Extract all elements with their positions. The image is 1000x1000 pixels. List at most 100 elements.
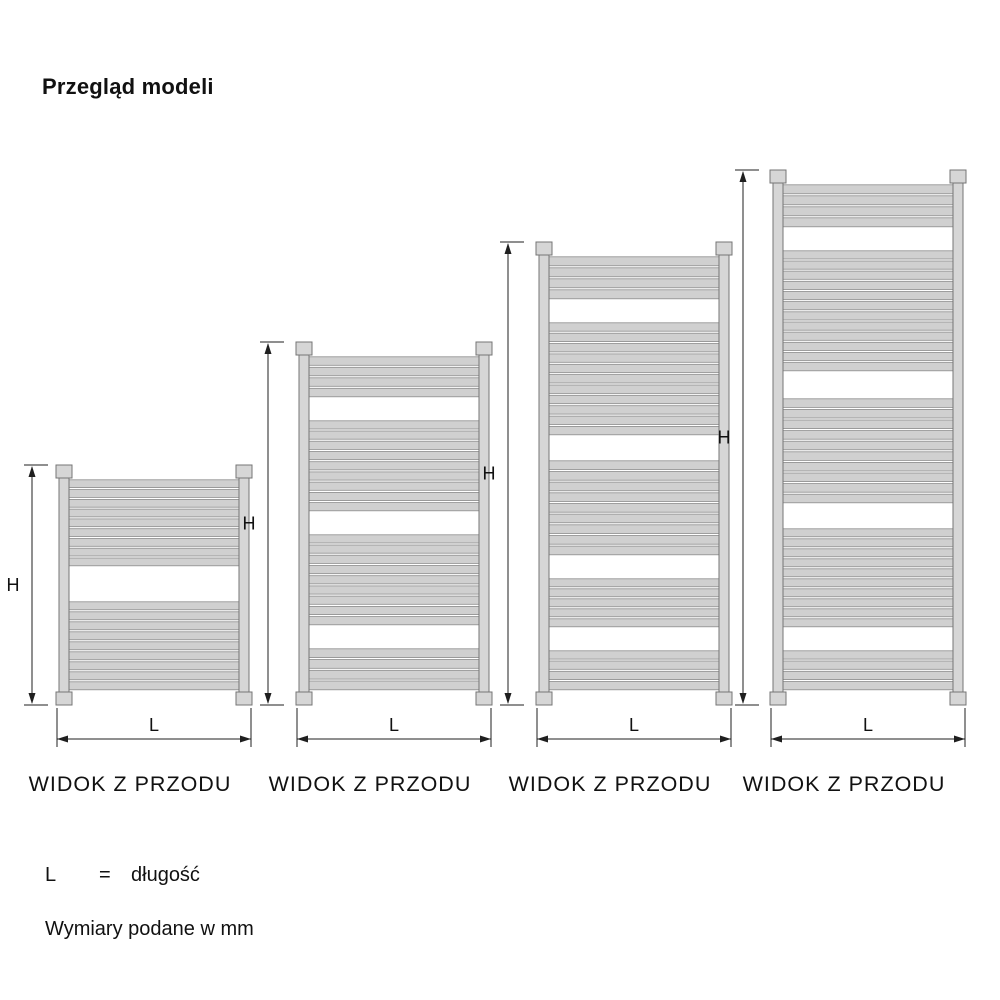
radiator-tube — [67, 479, 241, 488]
h-dimension-2: H — [243, 341, 284, 706]
front-view-caption-1: WIDOK Z PRZODU — [29, 772, 232, 796]
radiator-tube — [307, 575, 481, 585]
radiator-collector-left — [298, 345, 310, 702]
radiator-tube — [307, 491, 481, 501]
radiator-tube — [547, 650, 721, 660]
radiator-cap — [949, 169, 967, 184]
arrowhead — [28, 466, 36, 477]
l-dimension-1: L — [56, 708, 252, 747]
arrowhead — [504, 693, 512, 704]
radiator-tube — [307, 565, 481, 575]
radiator-tube — [67, 681, 241, 691]
radiator-tube — [781, 217, 955, 228]
radiator-tube — [547, 425, 721, 436]
radiator-tube — [781, 493, 955, 504]
radiator-tube — [781, 341, 955, 351]
radiator-tube — [781, 528, 955, 538]
radiator-collector-right — [718, 245, 730, 702]
radiator-tube — [307, 606, 481, 616]
h-dimension-4: H — [718, 169, 759, 706]
arrowhead — [240, 735, 251, 743]
radiator-tube — [547, 588, 721, 598]
radiator-tube — [781, 558, 955, 568]
radiator-cap — [769, 691, 787, 706]
radiator-tube — [547, 670, 721, 680]
radiator-tube — [781, 419, 955, 430]
legend-definition: długość — [131, 864, 200, 886]
h-dimension-3: H — [483, 241, 524, 706]
radiator-tube — [307, 481, 481, 491]
radiator-tube — [307, 534, 481, 544]
radiator-tube — [547, 618, 721, 628]
radiator-tube — [781, 184, 955, 195]
radiator-tube — [547, 608, 721, 618]
radiator-tube — [547, 267, 721, 278]
radiator-tube — [781, 588, 955, 598]
radiator-tube — [307, 669, 481, 680]
radiator-tube — [67, 508, 241, 518]
radiator-tube — [547, 524, 721, 534]
radiator-2 — [295, 341, 493, 706]
l-dimension-2: L — [296, 708, 492, 747]
radiator-tube — [307, 451, 481, 461]
l-dimension-label: L — [149, 715, 159, 735]
radiator-tube — [547, 460, 721, 470]
radiator-tube — [781, 538, 955, 548]
radiator-tube — [307, 648, 481, 658]
radiator-tube — [67, 547, 241, 557]
radiator-tube — [307, 356, 481, 366]
radiator-tube — [67, 671, 241, 681]
radiator-tube — [547, 545, 721, 556]
arrowhead — [537, 735, 548, 743]
radiator-tube — [781, 548, 955, 558]
radiator-cap — [475, 691, 493, 706]
arrowhead — [264, 343, 272, 354]
radiator-tube — [67, 621, 241, 631]
radiator-cap — [535, 691, 553, 706]
radiator-tube — [307, 430, 481, 440]
front-view-caption-4: WIDOK Z PRZODU — [743, 772, 946, 796]
radiator-tube — [307, 471, 481, 481]
l-dimension-label: L — [629, 715, 639, 735]
radiator-tube — [781, 608, 955, 618]
radiator-tube — [547, 492, 721, 502]
radiator-tube — [307, 595, 481, 605]
radiator-tube — [307, 680, 481, 691]
radiator-tube — [67, 661, 241, 671]
radiator-collector-left — [772, 173, 784, 702]
radiator-tube — [781, 352, 955, 362]
radiator-tube — [547, 503, 721, 513]
page-title: Przegląd modeli — [42, 74, 214, 99]
radiator-tube — [781, 451, 955, 461]
radiator-tube — [781, 670, 955, 680]
l-dimension-4: L — [770, 708, 966, 747]
radiator-tube — [547, 363, 721, 374]
radiator-cap — [235, 464, 253, 479]
radiator-tube — [781, 206, 955, 217]
radiator-tube — [781, 681, 955, 691]
radiator-tube — [307, 366, 481, 377]
radiator-tube — [781, 660, 955, 670]
radiator-3 — [535, 241, 733, 706]
radiator-tube — [781, 408, 955, 419]
radiator-cap — [235, 691, 253, 706]
radiator-tube — [781, 260, 955, 270]
radiator-tube — [781, 280, 955, 290]
radiator-tube — [781, 250, 955, 260]
radiator-tube — [67, 557, 241, 567]
radiator-tube — [781, 291, 955, 301]
radiator-tube — [307, 420, 481, 430]
radiator-tube — [781, 578, 955, 588]
h-dimension-label: H — [7, 575, 20, 595]
radiator-tube — [547, 394, 721, 405]
radiator-tube — [781, 618, 955, 628]
radiator-tube — [547, 353, 721, 363]
radiator-tube — [307, 502, 481, 512]
radiator-cap — [769, 169, 787, 184]
l-dimension-label: L — [863, 715, 873, 735]
units-note: Wymiary podane w mm — [45, 918, 254, 940]
radiator-cap — [55, 691, 73, 706]
radiator-cap — [475, 341, 493, 356]
radiator-tube — [781, 195, 955, 206]
